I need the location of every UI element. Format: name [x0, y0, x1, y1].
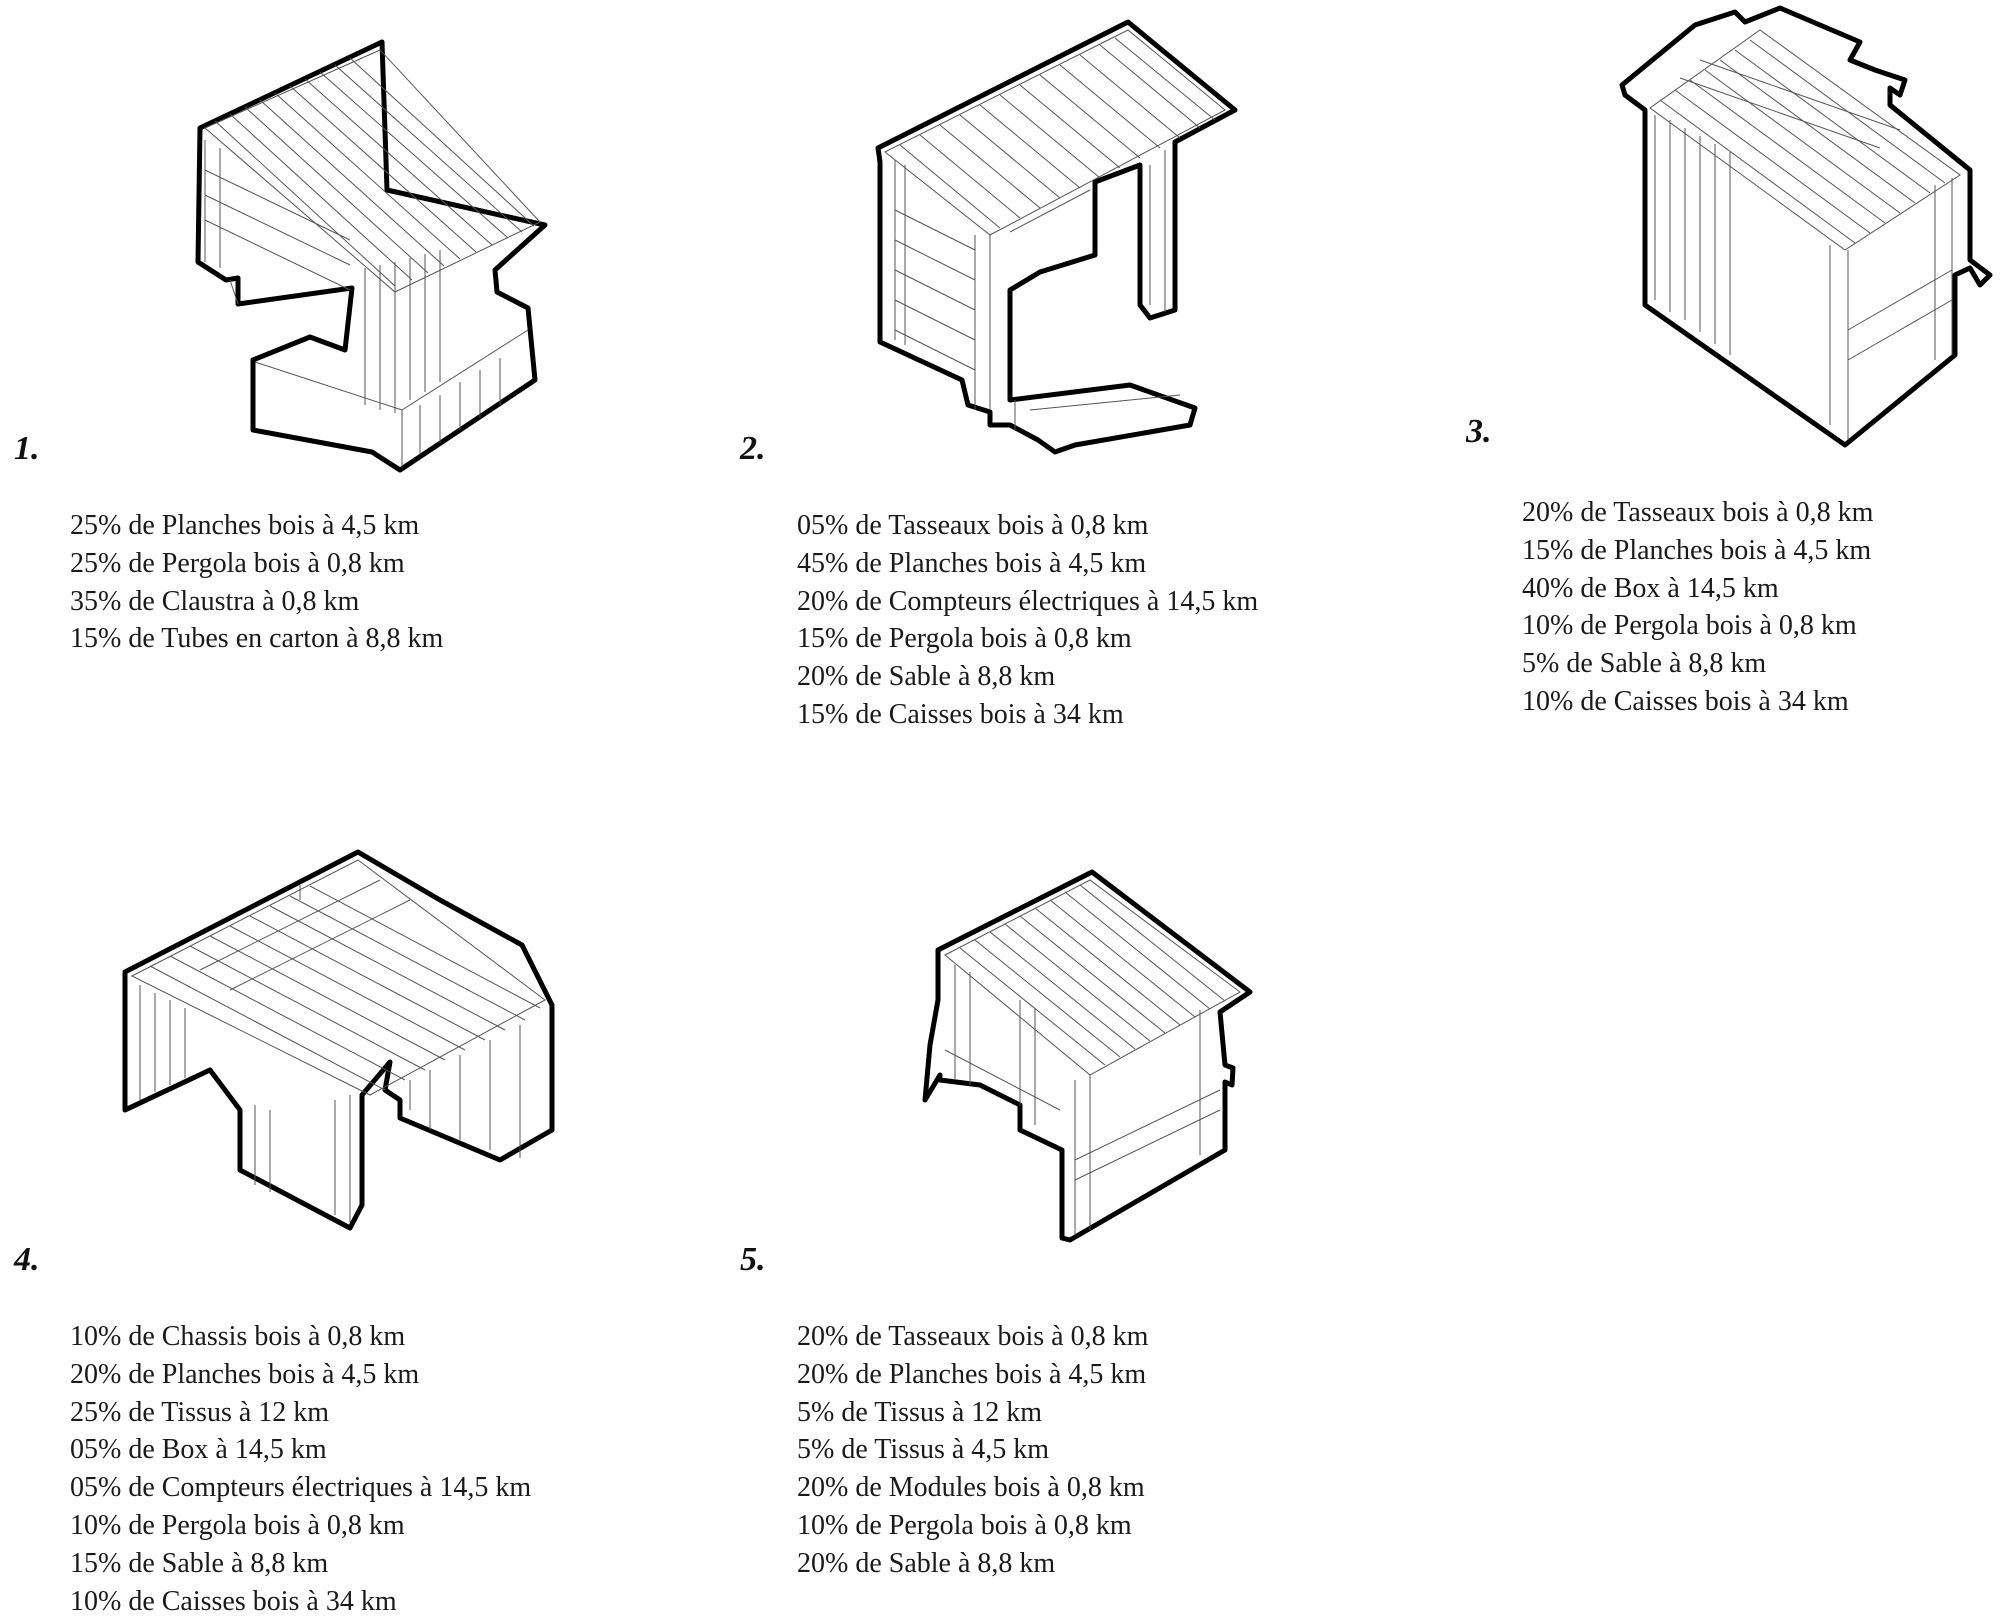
axonometric-drawing-1	[195, 39, 548, 473]
material-line: 20% de Sable à 8,8 km	[797, 1547, 1056, 1579]
material-line: 20% de Tasseaux bois à 0,8 km	[1522, 497, 1874, 528]
material-line: 40% de Box à 14,5 km	[1522, 572, 1779, 604]
material-line: 5% de Tissus à 12 km	[797, 1396, 1043, 1428]
panel-number: 4.	[14, 1241, 40, 1278]
material-line: 20% de Modules bois à 0,8 km	[797, 1472, 1145, 1504]
material-list: 05% de Tasseaux bois à 0,8 km 45% de Pla…	[797, 507, 1258, 734]
material-line: 25% de Tissus à 12 km	[70, 1396, 330, 1428]
material-line: 5% de Sable à 8,8 km	[1522, 648, 1767, 680]
pergola-slats-1	[214, 57, 535, 287]
material-line: 10% de Caisses bois à 34 km	[70, 1585, 397, 1617]
material-line: 15% de Pergola bois à 0,8 km	[797, 623, 1132, 655]
material-line: 20% de Tasseaux bois à 0,8 km	[797, 1321, 1149, 1352]
material-line: 15% de Planches bois à 4,5 km	[1522, 534, 1872, 566]
material-list: 25% de Planches bois à 4,5 km 25% de Per…	[70, 507, 443, 658]
axonometric-drawing-3	[1619, 5, 1993, 448]
material-line: 20% de Planches bois à 4,5 km	[797, 1358, 1147, 1390]
material-line: 05% de Box à 14,5 km	[70, 1434, 327, 1466]
material-line: 10% de Pergola bois à 0,8 km	[797, 1509, 1132, 1541]
material-line: 15% de Sable à 8,8 km	[70, 1547, 329, 1579]
material-line: 45% de Planches bois à 4,5 km	[797, 547, 1147, 579]
material-line: 15% de Tubes en carton à 8,8 km	[70, 623, 444, 655]
material-line: 15% de Caisses bois à 34 km	[797, 698, 1124, 730]
material-line: 10% de Pergola bois à 0,8 km	[1522, 610, 1857, 642]
material-line: 05% de Compteurs électriques à 14,5 km	[70, 1472, 532, 1504]
axonometric-drawing-5	[922, 869, 1253, 1243]
pergola-slats-5	[959, 884, 1226, 1066]
pergola-slats-4	[149, 879, 541, 1091]
material-line: 20% de Planches bois à 4,5 km	[70, 1358, 420, 1390]
material-line: 10% de Caisses bois à 34 km	[1522, 685, 1849, 717]
panel-number: 1.	[14, 430, 40, 467]
panel-number: 3.	[1466, 413, 1492, 450]
material-line: 20% de Compteurs électriques à 14,5 km	[797, 585, 1259, 617]
axonometric-drawing-4	[122, 849, 555, 1231]
material-line: 35% de Claustra à 0,8 km	[70, 585, 360, 617]
material-line: 20% de Sable à 8,8 km	[797, 661, 1056, 693]
material-line: 10% de Pergola bois à 0,8 km	[70, 1509, 405, 1541]
pergola-slats-2	[899, 37, 1216, 229]
material-list: 20% de Tasseaux bois à 0,8 km 20% de Pla…	[797, 1318, 1148, 1583]
material-line: 25% de Pergola bois à 0,8 km	[70, 547, 405, 579]
panel-number: 2.	[740, 430, 766, 467]
pergola-slats-3	[1659, 39, 1946, 244]
material-line: 5% de Tissus à 4,5 km	[797, 1434, 1050, 1466]
material-line: 05% de Tasseaux bois à 0,8 km	[797, 510, 1149, 541]
panel-number: 5.	[740, 1241, 766, 1278]
material-list: 20% de Tasseaux bois à 0,8 km 15% de Pla…	[1522, 494, 1873, 721]
material-line: 10% de Chassis bois à 0,8 km	[70, 1321, 406, 1352]
axonometric-drawing-2	[875, 19, 1238, 455]
material-line: 25% de Planches bois à 4,5 km	[70, 510, 420, 541]
material-list: 10% de Chassis bois à 0,8 km 20% de Plan…	[70, 1318, 531, 1620]
